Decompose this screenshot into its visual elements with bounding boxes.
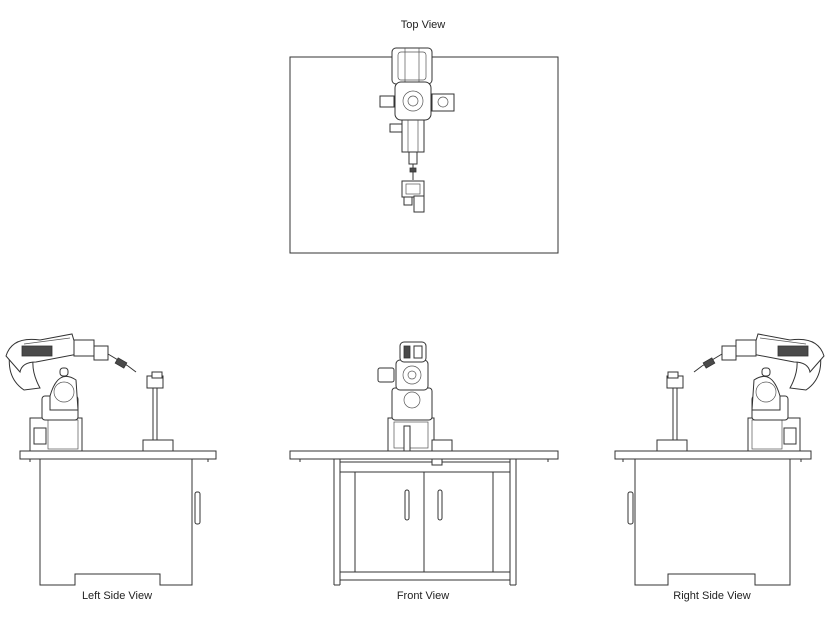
- front-robot: [377, 341, 453, 466]
- front-table-top: [289, 450, 559, 460]
- left-side-view-label: Left Side View: [81, 590, 153, 602]
- left-side-view: [5, 333, 217, 586]
- right-cabinet: [634, 459, 791, 586]
- right-side-view-label: Right Side View: [673, 590, 751, 602]
- left-table-top: [19, 450, 217, 460]
- front-view-label: Front View: [396, 590, 450, 602]
- left-fixture-stand: [142, 371, 174, 452]
- left-robot: [5, 333, 137, 452]
- front-door-handle-right: [437, 489, 443, 521]
- front-view: [289, 341, 559, 586]
- front-door-handle-left: [404, 489, 410, 521]
- left-cabinet: [39, 459, 193, 586]
- left-cabinet-handle: [194, 491, 201, 525]
- top-view: [289, 47, 559, 254]
- front-cabinet: [333, 459, 517, 586]
- right-table-top: [614, 450, 812, 460]
- top-view-robot: [379, 47, 455, 213]
- top-view-label: Top View: [400, 19, 446, 31]
- right-robot: [693, 333, 825, 452]
- right-side-view: [614, 333, 825, 586]
- right-cabinet-handle: [627, 491, 634, 525]
- right-fixture-stand: [656, 371, 688, 452]
